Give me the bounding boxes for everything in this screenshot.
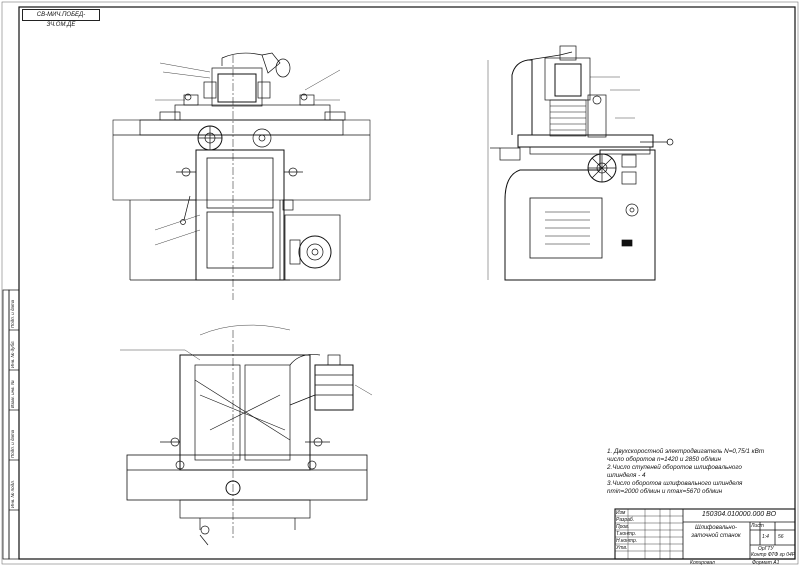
plan-view [120, 324, 373, 546]
side-label-c: Взам. инв. № [10, 380, 15, 408]
scale-value: 56 [778, 534, 784, 540]
drawing-title-line-2: заточной станок [691, 533, 741, 539]
tb-row-5: Н.контр. [616, 538, 638, 544]
note-line-1: 1. Двухскоростной электродвигатель N=0,7… [607, 448, 765, 455]
drawing-title: Шлифовально- заточной станок [683, 524, 749, 540]
side-label-e: Инв. № подл. [10, 480, 15, 508]
mass-value: 1:4 [762, 534, 769, 540]
note-line-3: 2.Число ступеней оборотов шлифовального [607, 464, 742, 472]
drawing-code: 150304.010000.000 ВО [701, 511, 777, 518]
tb-row-3: Пров. [616, 524, 630, 530]
technical-notes: 1. Двухскоростной электродвигатель N=0,7… [607, 448, 797, 497]
side-label-d: Подп. и дата [10, 429, 15, 458]
tb-row-2: Разраб. [616, 517, 635, 523]
corner-stamp: СВ-МИЧ.ПОБЕД-ЗЧ.ОМ.ДЕ [22, 9, 100, 28]
tb-row-4: Т.контр. [616, 531, 637, 537]
left-side-strip [2, 289, 20, 560]
org-line-2: Контр ФТФ гр 04Р [751, 552, 796, 558]
side-view [487, 45, 674, 281]
org-line-1: ОрГТУ [758, 546, 774, 552]
note-line-4: шпинделя - 4 [607, 472, 646, 480]
tb-row-1: Изм [616, 510, 626, 516]
format-label: Формат А1 [752, 560, 780, 566]
side-label-a: Подп. и дата [10, 299, 15, 328]
side-label-b: Инв. № дубл. [10, 340, 15, 368]
front-view [112, 52, 371, 300]
title-block [600, 508, 796, 560]
note-line-5: 3.Число оборотов шлифовального шпинделя [607, 480, 743, 488]
tb-row-6: Утв. [616, 545, 628, 551]
note-line-6: nmin=2000 об/мин и nmax=5670 об/мин [607, 488, 723, 496]
note-line-2: число оборотов n=1420 и 2850 об/мин [607, 456, 721, 464]
drawing-title-line-1: Шлифовально- [694, 525, 738, 531]
sheet-label: Лист [751, 523, 764, 529]
copy-label: Копировал [690, 560, 715, 566]
inner-frame [18, 6, 796, 560]
